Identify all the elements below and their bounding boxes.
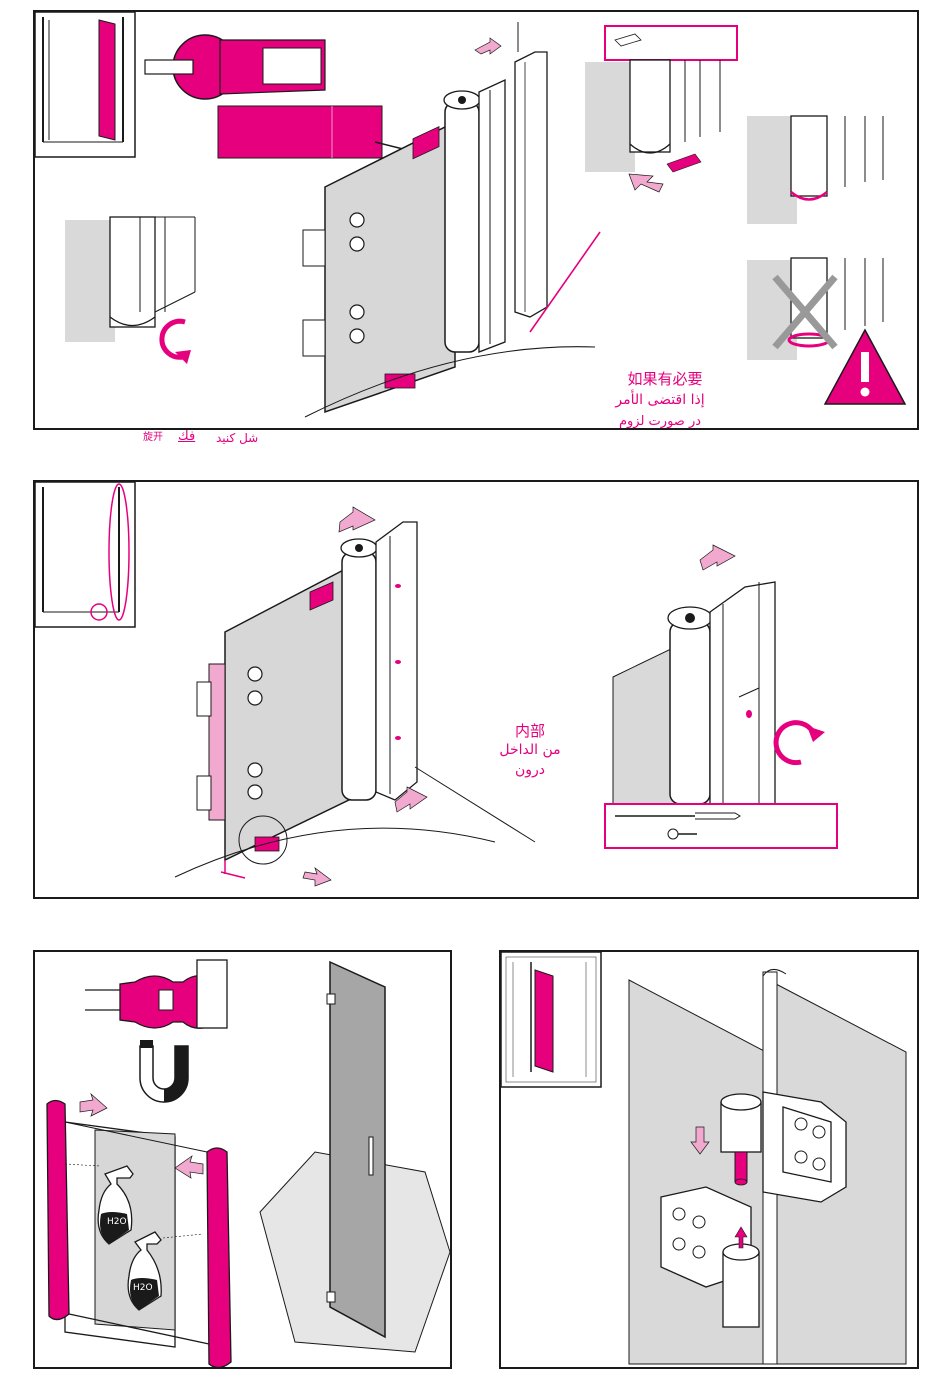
label-sticker xyxy=(218,106,407,158)
hinge-correct xyxy=(747,116,883,224)
warning-icon xyxy=(825,330,905,404)
panel-4-illustration xyxy=(501,952,917,1367)
inside-label-cn: 内部 xyxy=(490,722,570,741)
rotate-icon xyxy=(162,321,191,364)
seal-profile-detail xyxy=(145,35,325,99)
rotate-icon xyxy=(776,723,825,763)
magnet-icon xyxy=(140,1040,188,1102)
h2o-label-b: H2O xyxy=(133,1283,153,1294)
panel-2-illustration xyxy=(35,482,917,897)
inside-label-fa: درون xyxy=(490,762,570,780)
overview-inset xyxy=(501,952,601,1087)
arrow-icon xyxy=(475,38,501,54)
arrow-icon xyxy=(629,174,663,192)
door-with-seals xyxy=(47,1094,231,1367)
magnetic-profile-detail xyxy=(85,960,227,1028)
unscrew-caption-ar: فك xyxy=(178,429,195,445)
arrow-icon xyxy=(700,545,735,570)
h2o-label-a: H2O xyxy=(107,1217,127,1228)
hinge-detail-drill xyxy=(613,545,825,804)
tools-box xyxy=(605,804,837,848)
hinge-incorrect xyxy=(747,258,905,404)
note-box xyxy=(605,26,737,60)
if-necessary-label-fa: در صورت لزوم xyxy=(580,414,740,430)
door-assembly xyxy=(175,507,535,886)
door-assembly xyxy=(303,22,600,417)
overview-inset xyxy=(35,12,135,157)
panel-step-1: 如果有必要 إذا اقتضى الأمر در صورت لزوم xyxy=(33,10,919,430)
installed-door xyxy=(260,962,450,1352)
panel-step-2: 内部 من الداخل درون xyxy=(33,480,919,899)
unscrew-caption-cn: 旋开 xyxy=(143,432,163,445)
hinge-seal-insert xyxy=(585,60,720,192)
inside-label-ar: من الداخل xyxy=(480,742,580,760)
panel-1-illustration xyxy=(35,12,917,428)
if-necessary-label-ar: إذا اقتضى الأمر xyxy=(560,392,760,410)
if-necessary-label-cn: 如果有必要 xyxy=(595,370,735,389)
overview-inset xyxy=(35,482,135,627)
unscrew-caption-fa: شل كنيد xyxy=(216,431,258,446)
panel-3-illustration xyxy=(35,952,450,1367)
panel-step-3: H2O H2O xyxy=(33,950,452,1369)
panel-step-4 xyxy=(499,950,919,1369)
